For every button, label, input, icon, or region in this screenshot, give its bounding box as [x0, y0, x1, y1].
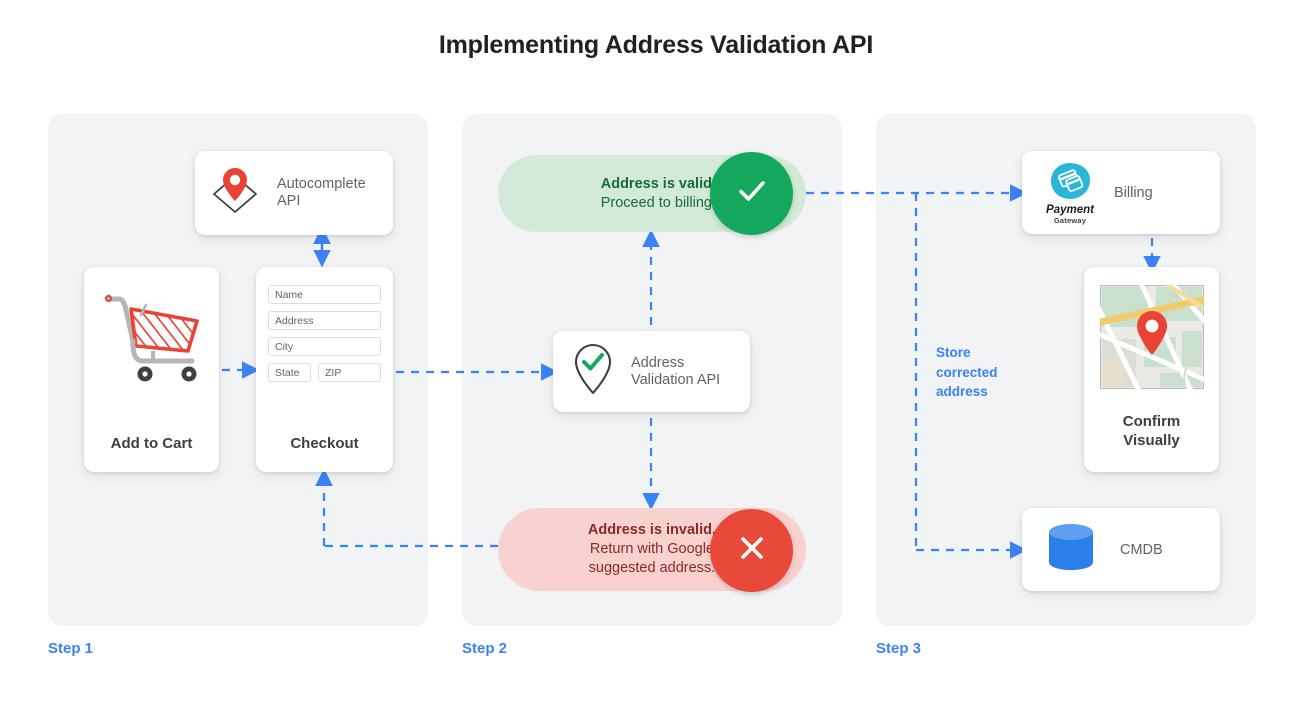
address-invalid-detail-line-1: Return with Google [589, 541, 714, 557]
validation-api-label-line-1: Address [631, 354, 685, 371]
address-valid-detail: Proceed to billing. [600, 194, 716, 211]
checkout-caption: Checkout [290, 435, 359, 452]
map-pin-check-icon [569, 342, 617, 401]
add-to-cart-card[interactable]: Add to Cart [84, 267, 219, 472]
payment-gateway-name: Payment [1046, 203, 1094, 216]
autocomplete-label-line-1: Autocomplete [277, 176, 366, 192]
validation-api-label-line-2: Validation API [631, 371, 721, 388]
payment-gateway-icon: Payment Gateway [1042, 161, 1098, 225]
address-field[interactable]: Address [268, 311, 381, 330]
checkout-card[interactable]: Name Address City State ZIP Checkout [256, 267, 393, 472]
address-invalid-text: Address is invalid. Return with Google s… [588, 521, 716, 578]
address-validation-api-card[interactable]: Address Validation API [553, 331, 750, 412]
map-pin-envelope-icon [209, 165, 265, 222]
store-corrected-address-note: Store corrected address [936, 343, 1036, 402]
shopping-cart-icon [100, 289, 204, 394]
name-field[interactable]: Name [268, 285, 381, 304]
x-icon [732, 528, 772, 573]
invalid-status-badge [710, 509, 793, 592]
cmdb-label: CMDB [1120, 541, 1163, 558]
address-validation-api-label: Address Validation API [631, 355, 720, 389]
store-note-line-3: address [936, 384, 988, 399]
billing-card[interactable]: Payment Gateway Billing [1022, 151, 1220, 234]
store-note-line-2: corrected [936, 364, 998, 380]
step-2-label: Step 2 [462, 640, 508, 657]
add-to-cart-caption: Add to Cart [110, 435, 193, 452]
zip-field[interactable]: ZIP [318, 363, 381, 382]
state-field[interactable]: State [268, 363, 311, 382]
address-valid-headline: Address is valid. [600, 175, 716, 192]
city-field[interactable]: City [268, 337, 381, 356]
confirm-caption-line-2: Visually [1123, 432, 1180, 449]
address-invalid-detail-line-2: suggested address. [588, 560, 716, 576]
state-zip-row: State ZIP [268, 363, 381, 382]
page-title: Implementing Address Validation API [438, 31, 874, 59]
store-note-line-1: Store [936, 345, 971, 360]
step-3-label: Step 3 [876, 640, 922, 657]
payment-gateway-sub: Gateway [1053, 215, 1087, 225]
autocomplete-label-line-2: API [277, 193, 301, 209]
database-cylinder-icon [1044, 521, 1100, 578]
step-1-label: Step 1 [48, 640, 94, 657]
valid-status-badge [710, 152, 793, 235]
confirm-visually-caption: Confirm Visually [1123, 412, 1181, 450]
address-invalid-headline: Address is invalid. [587, 522, 716, 538]
autocomplete-api-card[interactable]: Autocomplete API [195, 151, 393, 235]
billing-label: Billing [1114, 184, 1153, 201]
checkout-form: Name Address City State ZIP [268, 285, 381, 382]
address-valid-text: Address is valid. Proceed to billing. [601, 175, 716, 213]
confirm-caption-line-1: Confirm [1122, 413, 1181, 430]
cmdb-card[interactable]: CMDB [1022, 508, 1220, 591]
autocomplete-api-label: Autocomplete API [277, 176, 366, 210]
check-icon [732, 171, 772, 216]
confirm-visually-card[interactable]: Confirm Visually [1084, 267, 1219, 472]
map-thumbnail-icon [1093, 279, 1210, 395]
